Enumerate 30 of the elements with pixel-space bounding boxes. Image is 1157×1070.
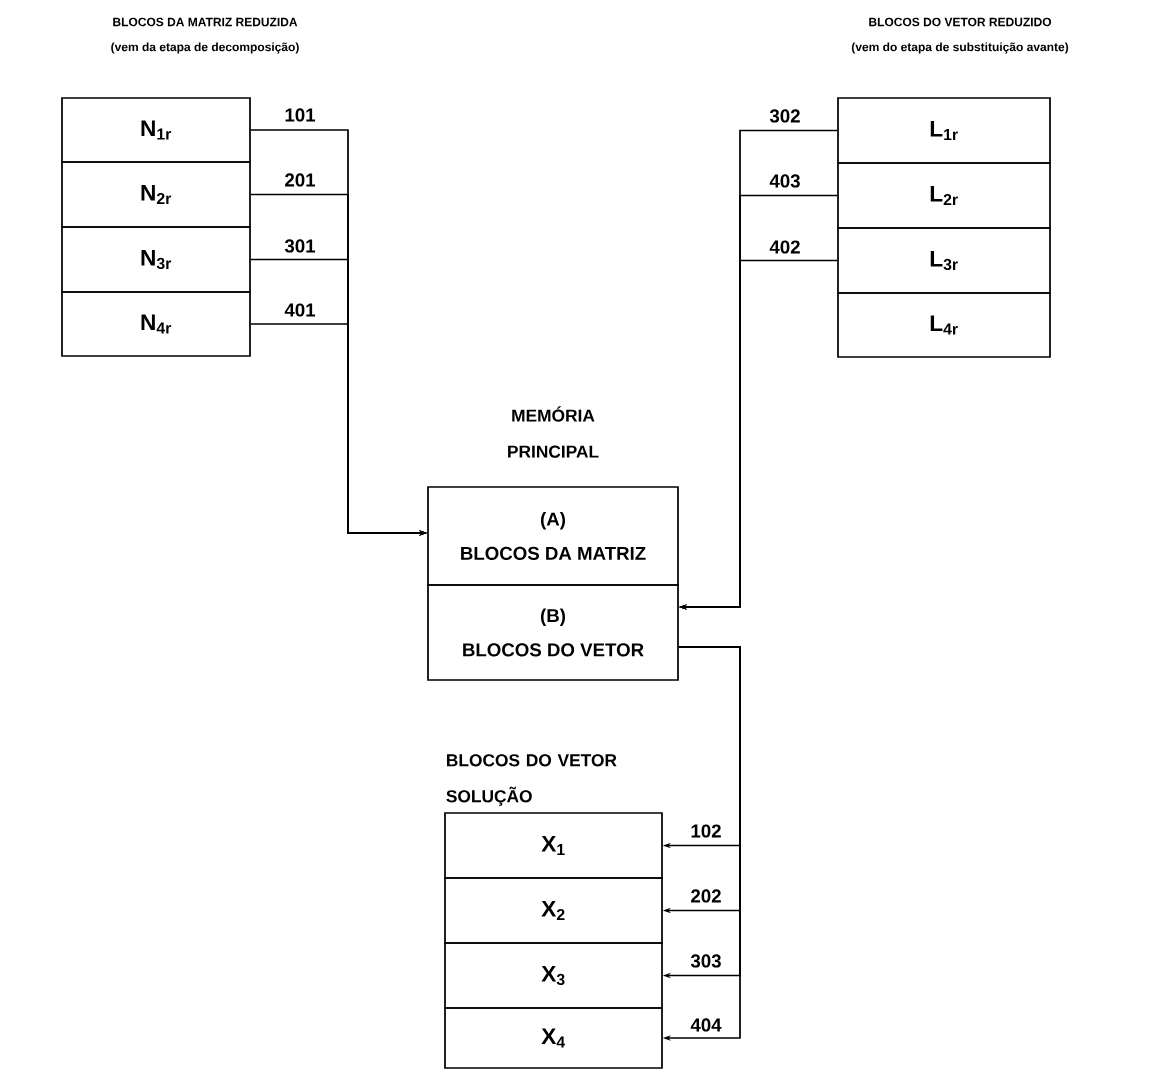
edge-label: 402 (769, 240, 800, 254)
edge-label: 301 (284, 239, 316, 253)
heading-text: (vem do etapa de substituição avante) (851, 42, 1069, 54)
block-box: N$_{3r}$ (61, 226, 251, 293)
block-box: X$_{2}$ (444, 877, 663, 944)
edge-label: 102 (691, 824, 721, 838)
block-box: L$_{2r}$ (837, 162, 1051, 229)
edge-label: 403 (769, 174, 800, 188)
block-box: X$_{3}$ (444, 942, 663, 1009)
block-box: X$_{4}$ (444, 1007, 663, 1069)
edge-label: 302 (769, 109, 800, 123)
heading-text: BLOCOS DA MATRIZ REDUZIDA (113, 17, 298, 27)
edge-label: 202 (691, 889, 721, 903)
memory-section: (B) BLOCOS DO VETOR (427, 584, 679, 681)
edge-label: 101 (285, 108, 316, 122)
memory-section: (A) BLOCOS DA MATRIZ (427, 486, 679, 586)
block-box: L$_{3r}$ (837, 227, 1051, 294)
heading-text: BLOCOS DO VETOR REDUZIDO (869, 17, 1052, 27)
block-box: N$_{1r}$ (61, 97, 251, 163)
block-box: N$_{4r}$ (61, 291, 251, 357)
heading-text: (vem da etapa de decomposição) (111, 42, 299, 54)
edge-label: 303 (690, 954, 721, 968)
block-box: L$_{4r}$ (837, 292, 1051, 358)
edge-label: 401 (284, 303, 316, 317)
heading-text: MEMÓRIA PRINCIPAL (508, 406, 599, 458)
block-box: L$_{1r}$ (837, 97, 1051, 164)
edge-label: 201 (285, 173, 316, 187)
block-box: X$_{1}$ (444, 812, 663, 879)
edge-label: 404 (690, 1018, 722, 1032)
block-box: N$_{2r}$ (61, 161, 251, 228)
